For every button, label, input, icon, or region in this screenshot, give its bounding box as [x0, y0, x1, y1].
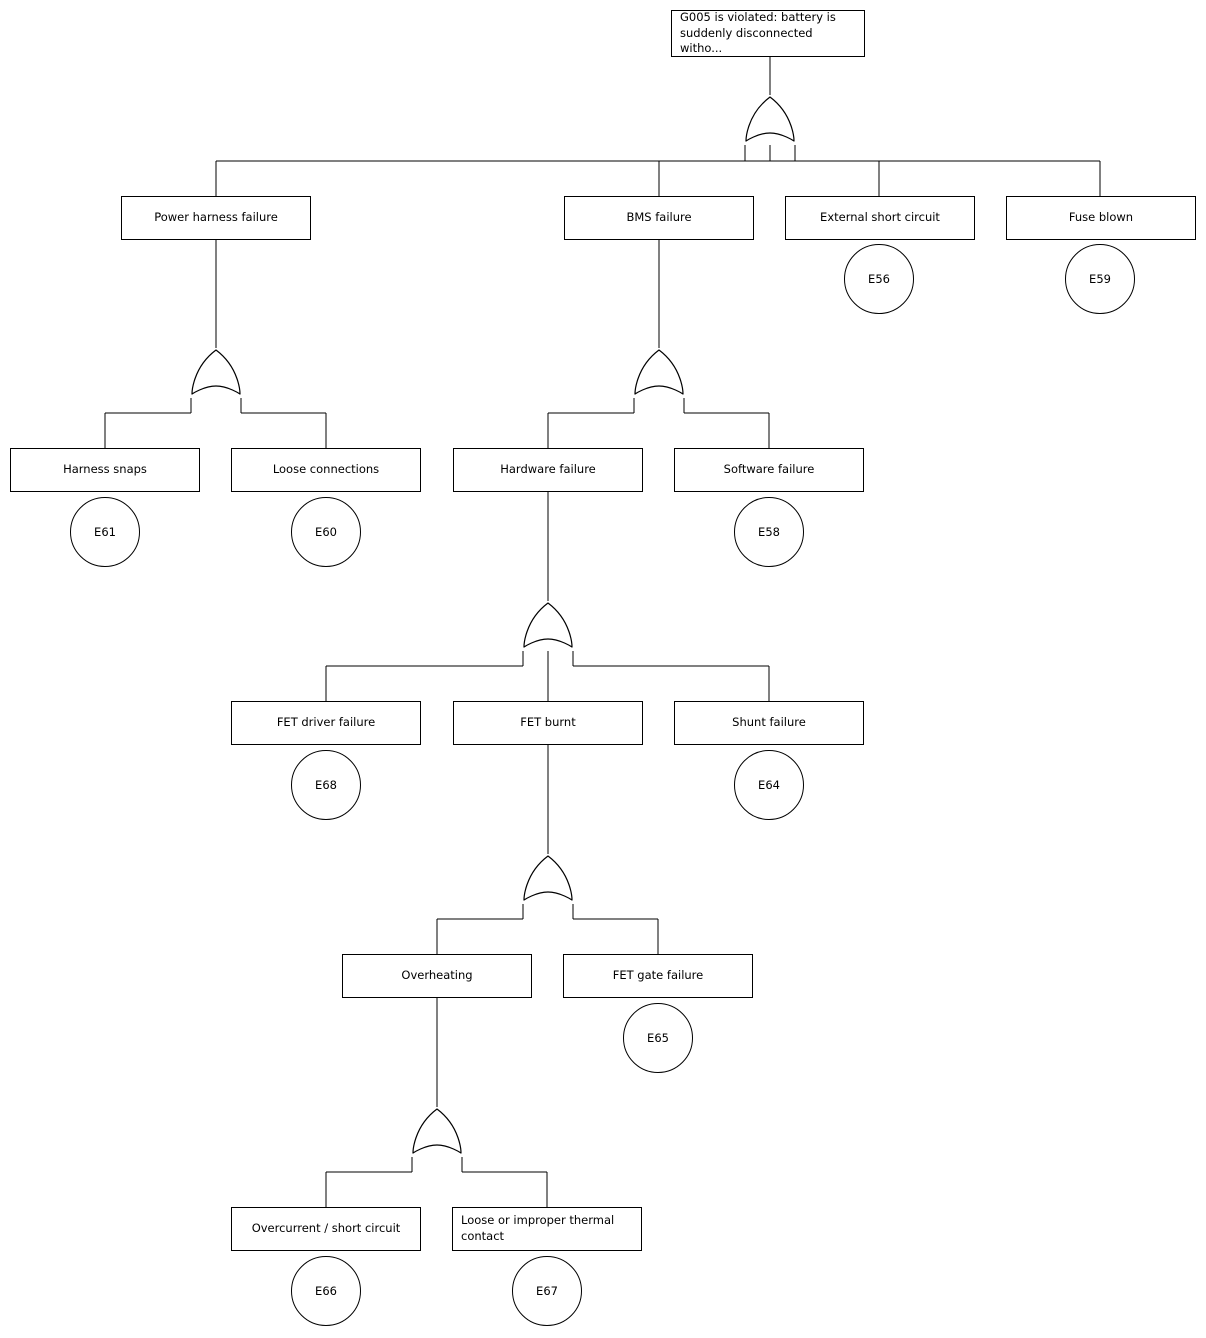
- node-overcurrent-short-circuit[interactable]: Overcurrent / short circuit: [231, 1207, 421, 1251]
- node-label: G005 is violated: battery is suddenly di…: [680, 10, 836, 56]
- node-label: FET driver failure: [276, 715, 376, 730]
- basic-event-label: E61: [94, 525, 116, 539]
- basic-event-label: E56: [868, 272, 890, 286]
- node-label: Power harness failure: [154, 210, 278, 225]
- node-shunt-failure[interactable]: Shunt failure: [674, 701, 864, 745]
- node-software-failure[interactable]: Software failure: [674, 448, 864, 492]
- or-gate-top-event: [745, 95, 795, 145]
- basic-event-e58[interactable]: E58: [734, 497, 804, 567]
- node-loose-connections[interactable]: Loose connections: [231, 448, 421, 492]
- basic-event-label: E60: [315, 525, 337, 539]
- node-label: Software failure: [723, 462, 815, 477]
- basic-event-e59[interactable]: E59: [1065, 244, 1135, 314]
- node-power-harness-failure[interactable]: Power harness failure: [121, 196, 311, 240]
- node-label: Fuse blown: [1068, 210, 1134, 225]
- node-label: Overheating: [401, 968, 473, 983]
- node-overheating[interactable]: Overheating: [342, 954, 532, 998]
- node-hardware-failure[interactable]: Hardware failure: [453, 448, 643, 492]
- or-gate-fet-burnt: [523, 854, 573, 904]
- basic-event-label: E65: [647, 1031, 669, 1045]
- or-gate-overheating: [412, 1107, 462, 1157]
- node-label: Harness snaps: [63, 462, 147, 477]
- basic-event-e64[interactable]: E64: [734, 750, 804, 820]
- node-harness-snaps[interactable]: Harness snaps: [10, 448, 200, 492]
- node-label: Hardware failure: [500, 462, 596, 477]
- basic-event-label: E64: [758, 778, 780, 792]
- or-gate-bms: [634, 348, 684, 398]
- basic-event-e56[interactable]: E56: [844, 244, 914, 314]
- node-label: Loose or improper thermal contact: [461, 1213, 615, 1243]
- basic-event-label: E68: [315, 778, 337, 792]
- node-label: BMS failure: [626, 210, 692, 225]
- or-gate-hardware-failure: [523, 601, 573, 651]
- node-top-event[interactable]: G005 is violated: battery is suddenly di…: [671, 10, 865, 57]
- node-label: Shunt failure: [732, 715, 806, 730]
- node-external-short-circuit[interactable]: External short circuit: [785, 196, 975, 240]
- basic-event-e65[interactable]: E65: [623, 1003, 693, 1073]
- node-fuse-blown[interactable]: Fuse blown: [1006, 196, 1196, 240]
- node-label: Overcurrent / short circuit: [251, 1221, 401, 1236]
- basic-event-label: E58: [758, 525, 780, 539]
- node-fet-driver-failure[interactable]: FET driver failure: [231, 701, 421, 745]
- node-bms-failure[interactable]: BMS failure: [564, 196, 754, 240]
- node-label: FET gate failure: [612, 968, 704, 983]
- basic-event-label: E66: [315, 1284, 337, 1298]
- basic-event-label: E67: [536, 1284, 558, 1298]
- or-gate-power-harness: [191, 348, 241, 398]
- basic-event-e68[interactable]: E68: [291, 750, 361, 820]
- basic-event-e60[interactable]: E60: [291, 497, 361, 567]
- basic-event-e67[interactable]: E67: [512, 1256, 582, 1326]
- node-fet-gate-failure[interactable]: FET gate failure: [563, 954, 753, 998]
- node-loose-improper-thermal-contact[interactable]: Loose or improper thermal contact: [452, 1207, 642, 1251]
- node-fet-burnt[interactable]: FET burnt: [453, 701, 643, 745]
- basic-event-e66[interactable]: E66: [291, 1256, 361, 1326]
- node-label: Loose connections: [272, 462, 380, 477]
- node-label: FET burnt: [520, 715, 576, 730]
- basic-event-label: E59: [1089, 272, 1111, 286]
- node-label: External short circuit: [820, 210, 940, 225]
- basic-event-e61[interactable]: E61: [70, 497, 140, 567]
